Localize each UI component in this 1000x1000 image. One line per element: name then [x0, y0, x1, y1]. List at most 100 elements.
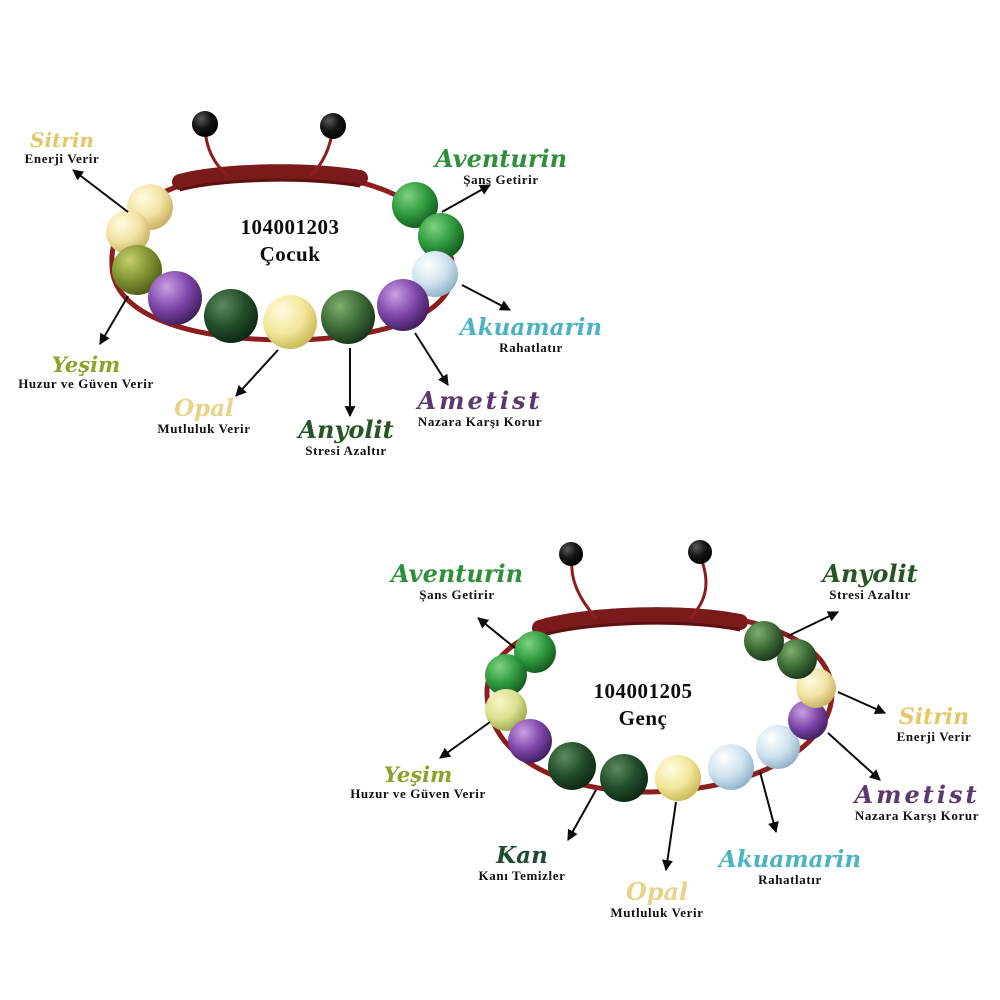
stone-benefit: Mutluluk Verir [610, 905, 704, 920]
arrow-opal [661, 801, 677, 872]
bead-akuamarin [708, 744, 754, 790]
product-size-name: Çocuk [259, 242, 321, 267]
stone-name: Sitrin [898, 704, 970, 730]
arrow-aventurin [441, 184, 491, 213]
stone-label: Anyolit Stresi Azaltır [822, 559, 918, 602]
stone-name: Ametist [417, 386, 543, 415]
end-bead-black [320, 113, 346, 139]
bead-aventurin [514, 631, 556, 673]
stone-name: Opal [625, 877, 689, 906]
bead-sitrin [106, 210, 150, 254]
stone-benefit: Mutluluk Verir [157, 421, 251, 436]
arrow-kan [567, 789, 597, 841]
bead-anyolit [744, 621, 784, 661]
tie-cord-left [570, 559, 598, 619]
bead-aventurin [485, 654, 527, 696]
arrow-yesim [99, 295, 129, 345]
product-code: 104001203 [240, 215, 340, 239]
bead-ametist [148, 271, 202, 325]
stone-benefit: Nazara Karşı Korur [417, 414, 543, 429]
bead-kan [600, 754, 648, 802]
end-bead-black [559, 542, 583, 566]
stone-label: Kan Kanı Temizler [479, 844, 566, 882]
macrame-knot [172, 164, 368, 190]
stone-label: Ametist Nazara Karşı Korur [417, 386, 543, 429]
arrow-opal [235, 349, 279, 397]
arrow-akuamarin [461, 284, 511, 311]
stone-label: Sitrin Enerji Verir [25, 130, 100, 165]
macrame-knot-shade [179, 178, 361, 192]
stone-label: Yeşim Huzur ve Güven Verir [18, 354, 154, 390]
stone-benefit: Stresi Azaltır [305, 443, 387, 458]
stone-label: Aventurin Şans Getirir [434, 144, 568, 187]
product-size-name: Genç [618, 706, 668, 731]
stone-benefit: Huzur ve Güven Verir [350, 786, 486, 801]
stone-label: Aventurin Şans Getirir [390, 559, 524, 602]
arrow-sitrin [72, 169, 129, 213]
stone-benefit: Rahatlatır [758, 872, 822, 887]
stone-name: Akuamarin [459, 314, 603, 341]
bead-ametist [508, 719, 552, 763]
bracelet-genc [439, 540, 887, 872]
bead-akuamarin [412, 251, 458, 297]
stone-name: Akuamarin [718, 846, 862, 873]
product-code: 104001205 [593, 679, 693, 703]
arrow-aventurin [477, 617, 516, 649]
macrame-knot-shade [539, 621, 741, 638]
stone-label: Opal Mutluluk Verir [610, 877, 704, 920]
stone-name: Yeşim [383, 762, 453, 787]
product-code-block: 104001205 Genç [594, 678, 693, 733]
stone-label: Akuamarin Rahatlatır [719, 848, 861, 886]
stone-name: Kan [496, 842, 548, 869]
bead-ametist [788, 700, 828, 740]
bead-opal [655, 755, 701, 801]
arrow-ametist [827, 732, 881, 781]
arrow-yesim [439, 721, 491, 759]
product-code-block: 104001203 Çocuk [241, 214, 340, 269]
bead-opal [263, 295, 317, 349]
bead-sitrin [796, 668, 836, 708]
macrame-knot [532, 607, 748, 636]
stone-name: Aventurin [434, 144, 568, 173]
stone-benefit: Enerji Verir [24, 151, 100, 166]
stone-name: Anyolit [822, 559, 918, 588]
stone-benefit: Huzur ve Güven Verir [18, 376, 154, 391]
stone-name: Yeşim [51, 352, 121, 377]
bead-yesim-dark [204, 289, 258, 343]
stone-name: Sitrin [30, 128, 94, 152]
stone-name: Opal [174, 395, 234, 422]
end-bead-black [688, 540, 712, 564]
bead-aventurin [418, 213, 464, 259]
bead-anyolit [321, 290, 375, 344]
stone-benefit: Şans Getirir [463, 172, 539, 187]
stone-benefit: Şans Getirir [419, 587, 495, 602]
arrow-akuamarin [759, 771, 779, 834]
stone-name: Ametist [854, 780, 980, 809]
end-bead-black [192, 111, 218, 137]
stone-benefit: Enerji Verir [896, 729, 972, 744]
stone-benefit: Kanı Temizler [478, 868, 566, 883]
bead-yesim [485, 689, 527, 731]
stone-label: Akuamarin Rahatlatır [460, 316, 602, 354]
bead-anyolit [777, 639, 817, 679]
bracelet-cocuk [72, 111, 511, 418]
arrow-anyolit [787, 611, 839, 637]
stone-label: Ametist Nazara Karşı Korur [854, 780, 980, 823]
arrow-ametist [414, 332, 449, 386]
bead-akuamarin [756, 725, 800, 769]
bead-aventurin [392, 182, 438, 228]
bead-yesim-dark [548, 742, 596, 790]
stone-label: Opal Mutluluk Verir [157, 397, 250, 435]
stone-label: Anyolit Stresi Azaltır [298, 415, 394, 458]
stone-name: Anyolit [298, 415, 394, 444]
bead-ametist [377, 279, 429, 331]
stone-label: Sitrin Enerji Verir [897, 706, 972, 743]
stone-benefit: Stresi Azaltır [829, 587, 911, 602]
arrow-sitrin [837, 691, 887, 714]
stone-name: Aventurin [390, 559, 524, 588]
stone-benefit: Rahatlatır [499, 340, 563, 355]
stone-benefit: Nazara Karşı Korur [854, 808, 980, 823]
stone-label: Yeşim Huzur ve Güven Verir [350, 764, 486, 800]
bead-yesim [112, 245, 162, 295]
